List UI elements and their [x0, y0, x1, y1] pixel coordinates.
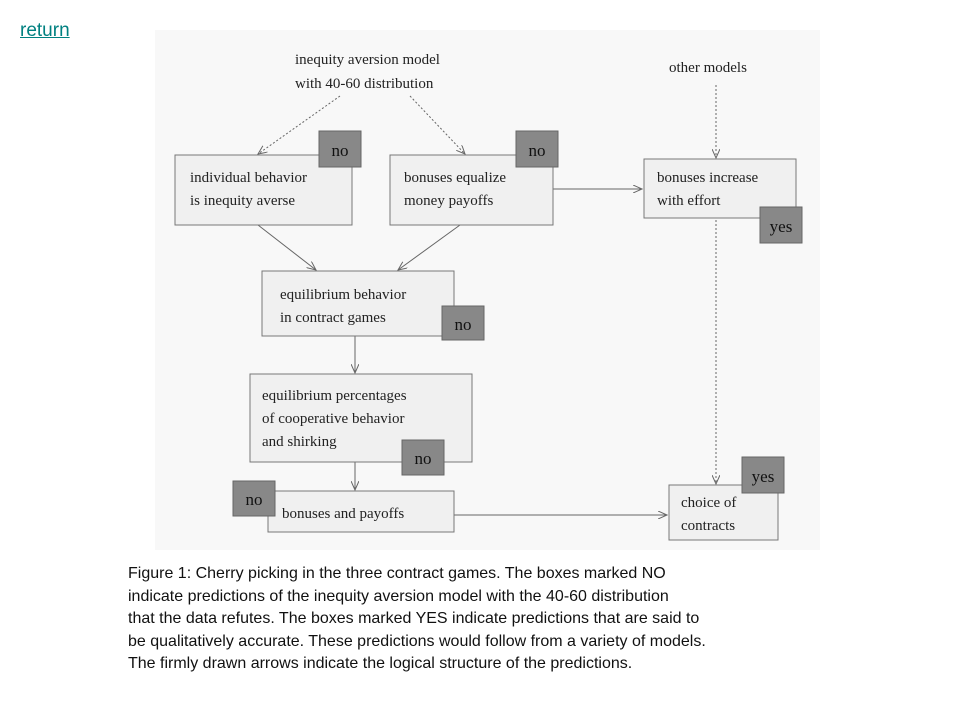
tag-no-individual — [318, 130, 362, 168]
node-bonuses-payoffs — [267, 490, 455, 533]
node-choice-line-2: contracts — [681, 518, 735, 534]
figure-panel: inequity aversion model with 40-60 distr… — [155, 30, 820, 550]
tag-yes-choice-label: yes — [752, 467, 775, 486]
node-equilibrium-line-2: in contract games — [280, 310, 386, 326]
tag-no-equilibrium-label: no — [455, 315, 472, 334]
tag-yes-increase — [759, 206, 803, 244]
node-equilibrium-behavior — [261, 270, 455, 337]
tag-no-payoffs — [232, 480, 276, 517]
tag-no-individual-label: no — [332, 141, 349, 160]
node-choice-line-1: choice of — [681, 495, 736, 511]
caption-line-2: indicate predictions of the inequity ave… — [128, 587, 669, 605]
node-bonuses-increase-text: bonuses increase with effort — [657, 170, 762, 209]
node-equilibrium-behavior-text: equilibrium behavior in contract games — [280, 287, 410, 326]
node-equilibrium-line-1: equilibrium behavior — [280, 287, 406, 303]
node-equalize-line-1: bonuses equalize — [404, 170, 506, 186]
arrow-inequity-to-individual — [258, 95, 341, 154]
source-other-models: other models — [669, 60, 747, 76]
arrow-individual-to-equilibrium — [257, 224, 316, 270]
node-choice-text: choice of contracts — [681, 495, 740, 534]
tag-no-percentages — [401, 439, 445, 476]
caption-line-3: that the data refutes. The boxes marked … — [128, 610, 700, 627]
figure-caption: Figure 1: Cherry picking in the three co… — [128, 563, 850, 676]
tag-no-percentages-label: no — [415, 449, 432, 468]
flow-diagram: inequity aversion model with 40-60 distr… — [174, 52, 803, 541]
node-individual-line-1: individual behavior — [190, 170, 307, 186]
arrow-inequity-to-bonuses-equalize — [409, 95, 465, 154]
tag-yes-choice — [741, 456, 785, 494]
node-percentages-line-3: and shirking — [262, 434, 337, 450]
node-choice-of-contracts — [668, 484, 779, 541]
caption-line-1: Figure 1: Cherry picking in the three co… — [128, 565, 666, 582]
caption-line-4: be qualitatively accurate. These predict… — [128, 632, 706, 650]
tag-no-payoffs-label: no — [246, 490, 263, 509]
node-individual-line-2: is inequity averse — [190, 193, 295, 209]
tag-no-equalize-label: no — [529, 141, 546, 160]
caption-line-5: The firmly drawn arrows indicate the log… — [128, 655, 633, 672]
tag-yes-increase-label: yes — [770, 217, 793, 236]
node-percentages-text: equilibrium percentages of cooperative b… — [262, 388, 410, 450]
node-percentages-line-1: equilibrium percentages — [262, 388, 407, 404]
node-bonuses-payoffs-text: bonuses and payoffs — [282, 506, 404, 522]
tag-no-equilibrium — [441, 305, 485, 341]
node-increase-line-2: with effort — [657, 193, 721, 209]
source-inequity-line-1: inequity aversion model — [295, 52, 440, 68]
source-inequity-model: inequity aversion model with 40-60 distr… — [295, 52, 444, 92]
node-equalize-line-2: money payoffs — [404, 193, 493, 209]
return-link[interactable]: return — [20, 20, 70, 41]
tag-no-equalize — [515, 130, 559, 168]
node-individual-behavior-text: individual behavior is inequity averse — [190, 170, 311, 209]
node-bonuses-equalize-text: bonuses equalize money payoffs — [404, 170, 510, 209]
source-inequity-line-2: with 40-60 distribution — [295, 76, 434, 92]
arrow-equalize-to-equilibrium — [398, 224, 461, 270]
node-percentages-line-2: of cooperative behavior — [262, 411, 404, 427]
node-increase-line-1: bonuses increase — [657, 170, 759, 186]
